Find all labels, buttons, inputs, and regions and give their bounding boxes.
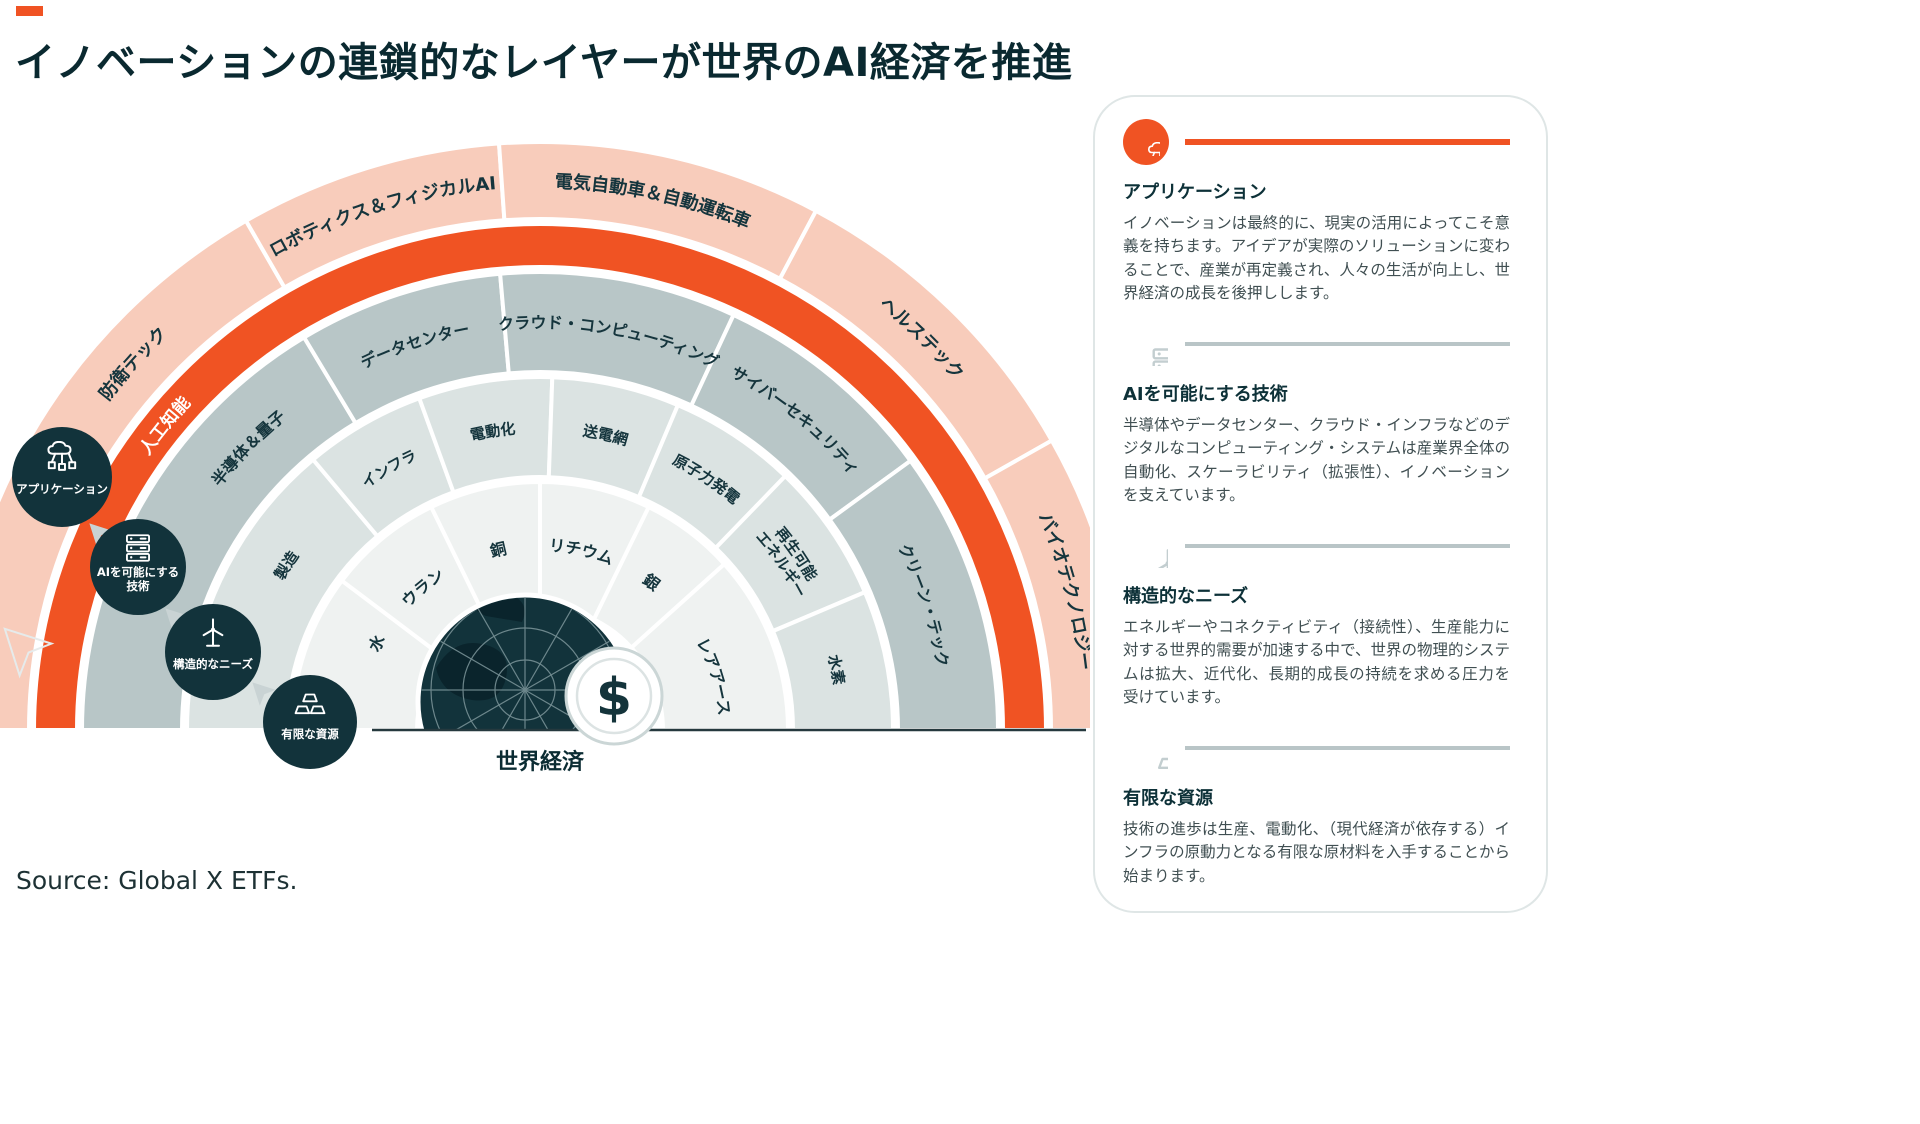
dollar-coin: $: [564, 646, 664, 746]
info-panel: アプリケーション イノベーションは最終的に、現実の活用によってこそ意義を持ちます…: [1093, 95, 1548, 913]
section-body: イノベーションは最終的に、現実の活用によってこそ意義を持ちます。アイデアが実際の…: [1123, 214, 1510, 302]
section-rule: [1185, 544, 1510, 548]
flow-arrow: [3, 627, 55, 679]
badge-label: 有限な資源: [281, 727, 339, 741]
panel-section-applications: アプリケーション イノベーションは最終的に、現実の活用によってこそ意義を持ちます…: [1123, 119, 1510, 305]
server-stack-icon: [1123, 321, 1169, 367]
section-body: 技術の進歩は生産、電動化、（現代経済が依存する）インフラの原動力となる有限な原材…: [1123, 820, 1510, 885]
panel-section-structural-needs: 構造的なニーズ エネルギーやコネクティビティ（接続性）、生産能力に対する世界的需…: [1123, 523, 1510, 709]
layered-radial-diagram: $水ウラン銅リチウム銀レアアース製造インフラ電動化送電網原子力発電再生可能エネル…: [0, 130, 1090, 790]
section-rule-row: [1123, 119, 1510, 165]
badge-label: 構造的なニーズ: [173, 657, 253, 671]
flow-arrow: [165, 608, 189, 632]
section-heading: 有限な資源: [1123, 788, 1213, 809]
ring-segment-label: 銅: [488, 539, 508, 561]
panel-section-finite-resources: 有限な資源 技術の進歩は生産、電動化、（現代経済が依存する）インフラの原動力とな…: [1123, 725, 1510, 888]
section-rule: [1185, 342, 1510, 346]
page-title: イノベーションの連鎖的なレイヤーが世界のAI経済を推進: [15, 40, 1073, 86]
badge-label: AIを可能にする: [97, 565, 179, 579]
section-rule: [1185, 746, 1510, 750]
source-credit: Source: Global X ETFs.: [16, 866, 298, 895]
network-cloud-icon: [1123, 119, 1169, 165]
section-body: エネルギーやコネクティビティ（接続性）、生産能力に対する世界的需要が加速する中で…: [1123, 618, 1510, 706]
category-badge: アプリケーション: [12, 427, 112, 527]
flow-arrow: [89, 523, 113, 547]
gold-bars-icon: [1123, 725, 1169, 771]
ring-segment: [982, 437, 1090, 731]
badge-label: 技術: [127, 579, 150, 593]
ring-segment-label: 水素: [824, 653, 848, 686]
category-badge: AIを可能にする技術: [90, 519, 186, 615]
section-heading: AIを可能にする技術: [1123, 384, 1288, 405]
section-heading: アプリケーション: [1123, 182, 1267, 203]
section-rule-row: [1123, 725, 1510, 771]
badge-label: アプリケーション: [16, 482, 108, 496]
diagram-canvas: $水ウラン銅リチウム銀レアアース製造インフラ電動化送電網原子力発電再生可能エネル…: [0, 139, 1090, 775]
section-rule-row: [1123, 523, 1510, 569]
section-heading: 構造的なニーズ: [1123, 586, 1249, 607]
section-rule: [1185, 139, 1510, 145]
panel-section-enabling-tech: AIを可能にする技術 半導体やデータセンター、クラウド・インフラなどのデジタルな…: [1123, 321, 1510, 507]
section-body: 半導体やデータセンター、クラウド・インフラなどのデジタルなコンピューティング・シ…: [1123, 416, 1511, 504]
flow-arrow: [252, 682, 276, 706]
category-badge: 有限な資源: [263, 675, 357, 769]
svg-text:$: $: [596, 668, 632, 728]
center-label: 世界経済: [496, 749, 585, 775]
category-badge: 構造的なニーズ: [165, 604, 261, 700]
section-rule-row: [1123, 321, 1510, 367]
brand-mark: [16, 6, 43, 16]
wind-turbine-icon: [1123, 523, 1169, 569]
